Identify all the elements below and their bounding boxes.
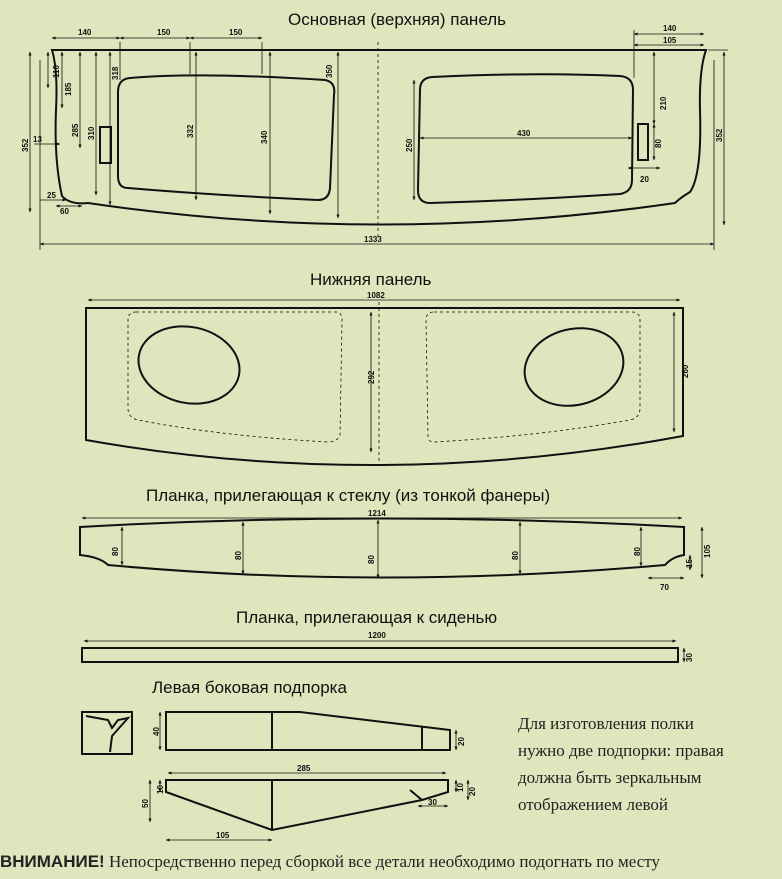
dim-label: 80 bbox=[234, 551, 243, 560]
dim-label: 80 bbox=[654, 139, 663, 148]
note-line: должна быть зеркальным bbox=[518, 768, 702, 787]
dim-label: 260 bbox=[681, 364, 690, 378]
support-joint-detail bbox=[85, 715, 131, 753]
bottom-panel-left-hole bbox=[137, 325, 241, 405]
dim-label: 340 bbox=[260, 130, 269, 144]
dim-label: 140 bbox=[663, 24, 677, 33]
dim-label: 80 bbox=[511, 551, 520, 560]
dim-label: 1333 bbox=[364, 235, 382, 244]
dim-label: 352 bbox=[21, 138, 30, 152]
dim-label: 70 bbox=[660, 583, 669, 592]
dim-label: 285 bbox=[297, 764, 311, 773]
dim-label: 430 bbox=[517, 129, 531, 138]
dim-label: 20 bbox=[468, 787, 477, 796]
note-line: отображением левой bbox=[518, 795, 669, 814]
bottom-panel-drawing: 1082 292 260 bbox=[85, 291, 690, 467]
warning-text: Непосредственно перед сборкой все детали… bbox=[104, 852, 661, 871]
glass-strip-outline bbox=[79, 517, 685, 579]
support-note: Для изготовления полки нужно две подпорк… bbox=[518, 710, 780, 818]
top-panel-left-slot bbox=[99, 126, 112, 164]
left-support-drawing: 40 20 285 50 10 10 20 30 105 bbox=[81, 711, 477, 842]
support-top-notch bbox=[409, 789, 423, 801]
dim-label: 10 bbox=[456, 783, 465, 792]
assembly-warning: ВНИМАНИЕ! Непосредственно перед сборкой … bbox=[0, 852, 782, 872]
dim-label: 210 bbox=[659, 96, 668, 110]
bottom-panel-right-hole bbox=[523, 327, 625, 407]
seat-strip-drawing: 1200 30 bbox=[81, 631, 694, 663]
seat-strip-title: Планка, прилегающая к сиденью bbox=[236, 608, 498, 627]
dim-label: 25 bbox=[47, 191, 56, 200]
dim-label: 80 bbox=[111, 547, 120, 556]
dim-label: 40 bbox=[152, 727, 161, 736]
dim-label: 1200 bbox=[368, 631, 386, 640]
top-panel-drawing: 140 150 150 140 105 110 185 285 310 318 … bbox=[21, 24, 728, 250]
dim-label: 30 bbox=[685, 653, 694, 662]
dim-label: 105 bbox=[216, 831, 230, 840]
dim-label: 50 bbox=[141, 799, 150, 808]
dim-label: 20 bbox=[640, 175, 649, 184]
note-line: нужно две подпорки: правая bbox=[518, 741, 724, 760]
glass-strip-title: Планка, прилегающая к стеклу (из тонкой … bbox=[146, 486, 551, 505]
top-panel-right-slot bbox=[637, 123, 649, 161]
dim-label: 1082 bbox=[367, 291, 385, 300]
note-line: Для изготовления полки bbox=[518, 714, 694, 733]
seat-strip-outline bbox=[81, 647, 679, 663]
dim-label: 105 bbox=[703, 544, 712, 558]
dim-label: 13 bbox=[33, 135, 42, 144]
dim-label: 292 bbox=[367, 370, 376, 384]
dim-label: 352 bbox=[715, 128, 724, 142]
dim-label: 318 bbox=[111, 66, 120, 80]
dim-label: 350 bbox=[325, 64, 334, 78]
dim-label: 150 bbox=[157, 28, 171, 37]
dim-label: 80 bbox=[633, 547, 642, 556]
dim-label: 10 bbox=[156, 785, 165, 794]
glass-strip-drawing: 1214 80 80 80 80 80 105 15 70 bbox=[79, 509, 712, 592]
dim-label: 15 bbox=[685, 559, 694, 568]
bottom-panel-left-dashed-area bbox=[127, 311, 343, 443]
dim-label: 250 bbox=[405, 138, 414, 152]
top-panel-title: Основная (верхняя) панель bbox=[288, 10, 506, 29]
top-panel-left-window bbox=[117, 74, 336, 202]
top-panel-right-window bbox=[416, 73, 635, 205]
dim-label: 1214 bbox=[368, 509, 386, 518]
support-side-view bbox=[165, 711, 451, 751]
dim-label: 105 bbox=[663, 36, 677, 45]
dim-label: 185 bbox=[64, 82, 73, 96]
dim-label: 140 bbox=[78, 28, 92, 37]
dim-label: 285 bbox=[71, 123, 80, 137]
bottom-panel-outline bbox=[85, 307, 684, 467]
dim-label: 110 bbox=[52, 65, 61, 78]
dim-label: 20 bbox=[457, 737, 466, 746]
bottom-panel-right-dashed-area bbox=[425, 311, 641, 443]
dim-label: 80 bbox=[367, 555, 376, 564]
warning-label: ВНИМАНИЕ! bbox=[0, 852, 105, 871]
dim-label: 30 bbox=[428, 798, 437, 807]
support-joint-box bbox=[81, 711, 133, 755]
bottom-panel-title: Нижняя панель bbox=[310, 270, 432, 289]
dim-label: 332 bbox=[186, 124, 195, 138]
top-panel-outline bbox=[50, 49, 708, 226]
dim-label: 60 bbox=[60, 207, 69, 216]
dim-label: 310 bbox=[87, 126, 96, 140]
dim-label: 150 bbox=[229, 28, 243, 37]
support-top-view bbox=[165, 779, 449, 832]
left-support-title: Левая боковая подпорка bbox=[152, 678, 347, 697]
